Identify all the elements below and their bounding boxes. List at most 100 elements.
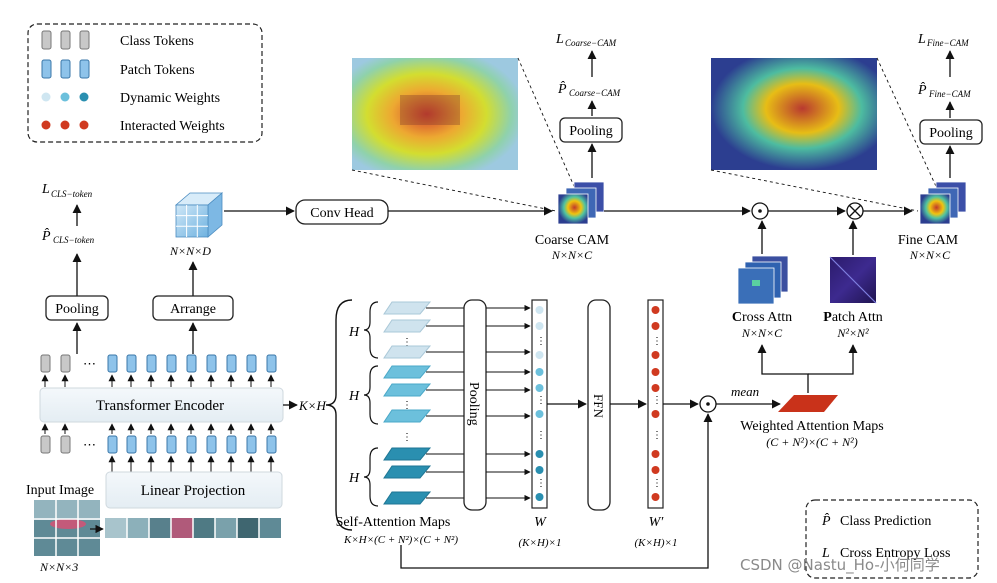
svg-text:P̂: P̂ xyxy=(917,82,927,98)
w-weights: ⋮ ⋮ ⋮ ⋮ xyxy=(535,306,546,501)
coarse-loss-label: L Coarse−CAM xyxy=(555,32,617,48)
fine-cam-label: Fine CAM xyxy=(898,233,959,248)
cross-attn-stack-icon xyxy=(737,255,789,305)
arrange-cube-icon xyxy=(174,192,224,238)
coarse-cam-stack-icon xyxy=(557,181,605,225)
cls-pooling-box xyxy=(45,295,109,321)
watermark-text: CSDN @Nastu_Ho-小何同学 xyxy=(740,556,940,575)
w-prime-label: W′ xyxy=(649,515,665,530)
svg-text:Class Prediction: Class Prediction xyxy=(840,514,931,529)
w-dims: (K×H)×1 xyxy=(519,537,562,549)
legend-dynamic-weights: Dynamic Weights xyxy=(120,91,220,106)
svg-text:⋮: ⋮ xyxy=(652,478,662,489)
encoder-output-tokens: ⋯ xyxy=(40,354,277,373)
svg-text:Fine−CAM: Fine−CAM xyxy=(928,89,971,99)
svg-text:⋮: ⋮ xyxy=(402,400,412,411)
dot-product-icon-2 xyxy=(751,202,769,220)
legend-interacted-weights-icon xyxy=(41,120,89,130)
svg-text:⋮: ⋮ xyxy=(652,395,662,406)
fine-loss-label: L Fine−CAM xyxy=(917,32,969,48)
self-attention-maps: ⋮ ⋮ ⋮ xyxy=(383,301,432,505)
dot-product-icon xyxy=(699,395,717,413)
input-image-label: Input Image xyxy=(26,483,94,498)
svg-text:H: H xyxy=(348,471,360,486)
svg-text:P̂: P̂ xyxy=(821,513,831,529)
middle-pooling-box xyxy=(463,299,487,511)
legend-dynamic-weights-icon xyxy=(41,92,89,102)
svg-text:L: L xyxy=(821,546,830,561)
svg-text:⋮: ⋮ xyxy=(652,336,662,347)
svg-text:Coarse−CAM: Coarse−CAM xyxy=(569,88,621,98)
svg-text:H: H xyxy=(348,389,360,404)
svg-text:CLS−token: CLS−token xyxy=(51,189,93,199)
fine-pooling-box xyxy=(919,119,983,145)
legend-interacted-weights: Interacted Weights xyxy=(120,119,225,134)
kh-brace xyxy=(325,299,353,531)
legend-patch-tokens-icon xyxy=(41,59,90,79)
fine-cam-heatmap-image xyxy=(711,58,877,170)
multiply-icon xyxy=(846,202,864,220)
legend-patch-tokens: Patch Tokens xyxy=(120,63,195,78)
svg-text:⋮: ⋮ xyxy=(536,478,546,489)
legend-class-tokens-icon xyxy=(41,30,90,50)
svg-text:L: L xyxy=(917,32,926,47)
legend-class-tokens: Class Tokens xyxy=(120,34,194,49)
middle-pooling-label: Pooling xyxy=(466,382,481,426)
arrange-label: Arrange xyxy=(170,302,216,317)
h-brace-1: H xyxy=(348,301,379,359)
conv-head-label: Conv Head xyxy=(310,206,373,221)
coarse-pooling-label: Pooling xyxy=(569,124,613,139)
coarse-cam-label: Coarse CAM xyxy=(535,233,610,248)
fine-cam-dims: N×N×C xyxy=(909,248,951,262)
ffn-box xyxy=(587,299,611,511)
fine-pooling-label: Pooling xyxy=(929,126,973,141)
arrange-dims: N×N×D xyxy=(169,244,211,258)
self-attn-maps-label: Self-Attention Maps xyxy=(336,515,451,530)
svg-text:L: L xyxy=(555,32,564,47)
linear-projection-box xyxy=(105,471,283,509)
svg-text:L: L xyxy=(41,182,50,197)
svg-text:⋯: ⋯ xyxy=(83,356,96,371)
patch-strip-image xyxy=(105,518,281,538)
coarse-cam-heatmap-image xyxy=(352,58,518,170)
svg-text:CLS−token: CLS−token xyxy=(53,235,95,245)
svg-text:⋮: ⋮ xyxy=(536,430,546,441)
svg-text:⋮: ⋮ xyxy=(402,337,412,348)
mean-label: mean xyxy=(731,384,759,399)
svg-text:Cross Entropy Loss: Cross Entropy Loss xyxy=(840,546,950,561)
h-brace-2: H xyxy=(348,365,379,425)
w-prime-dims: (K×H)×1 xyxy=(635,537,678,549)
svg-text:Fine−CAM: Fine−CAM xyxy=(926,38,969,48)
input-image-thumbnail xyxy=(34,500,100,556)
svg-text:⋯: ⋯ xyxy=(83,437,96,452)
self-attn-maps-dims: K×H×(C + N²)×(C + N²) xyxy=(343,534,458,546)
svg-text:P̂: P̂ xyxy=(557,81,567,97)
weighted-maps-label: Weighted Attention Maps xyxy=(740,419,884,434)
ffn-label: FFN xyxy=(591,394,606,418)
encoder-input-tokens: ⋯ xyxy=(40,435,277,454)
patch-attn-dims: N²×N² xyxy=(836,326,869,340)
svg-text:⋮: ⋮ xyxy=(536,336,546,347)
w-label: W xyxy=(534,515,547,530)
svg-text:Coarse−CAM: Coarse−CAM xyxy=(565,38,617,48)
svg-text:⋮: ⋮ xyxy=(536,395,546,406)
w-prime-weights: ⋮ ⋮ ⋮ ⋮ xyxy=(651,306,662,501)
coarse-pred-label: P̂ Coarse−CAM xyxy=(557,81,621,98)
cls-loss-label: L CLS−token xyxy=(41,182,93,199)
patch-attn-matrix-icon xyxy=(829,256,877,304)
weighted-attention-maps-icon xyxy=(778,395,838,412)
weighted-maps-dims: (C + N²)×(C + N²) xyxy=(766,435,858,449)
linear-projection-label: Linear Projection xyxy=(141,483,246,499)
conv-head-box xyxy=(295,199,389,225)
svg-text:H: H xyxy=(348,325,360,340)
cls-pooling-label: Pooling xyxy=(55,302,99,317)
legend-box: Class Tokens Patch Tokens Dynamic Weight… xyxy=(27,23,263,143)
arrange-box xyxy=(152,295,234,321)
fine-pred-label: P̂ Fine−CAM xyxy=(917,82,971,99)
input-dims: N×N×3 xyxy=(39,560,78,574)
coarse-cam-dims: N×N×C xyxy=(551,248,593,262)
transformer-encoder-label: Transformer Encoder xyxy=(96,398,224,414)
patch-attn-label: Patch Attn xyxy=(823,310,883,325)
coarse-pooling-box xyxy=(559,117,623,143)
